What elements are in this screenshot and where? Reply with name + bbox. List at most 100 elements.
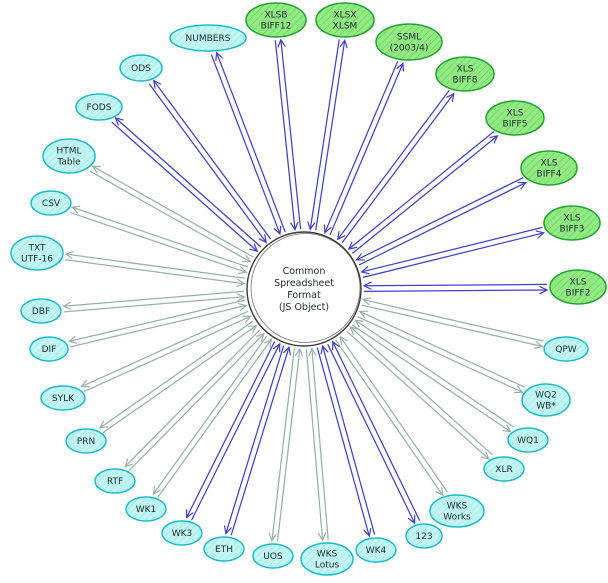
arrow-pair-wk3 (187, 341, 280, 521)
arrow-to-node (281, 40, 302, 230)
arrow-pair-wks-lotus (305, 349, 329, 541)
arrow-to-node (115, 118, 262, 248)
node-hatch (521, 151, 577, 185)
node-uos: UOS (252, 543, 294, 569)
node-numbers: NUMBERS (169, 24, 247, 52)
arrow-pair-wq1 (351, 320, 515, 431)
arrow-pair-wks-works (335, 337, 448, 495)
node-label: XLR (495, 465, 512, 475)
arrow-to-center (350, 327, 493, 456)
node-hatch (253, 544, 293, 568)
arrow-pair-sylk (82, 310, 251, 393)
node-hatch (120, 55, 162, 81)
arrow-to-node (335, 339, 443, 495)
node-hatch (430, 495, 484, 527)
arrow-pair-uos (272, 348, 300, 541)
node-hatch (550, 270, 606, 304)
node-hatch (66, 429, 106, 453)
arrow-pair-dif (69, 299, 246, 348)
node-hatch (21, 299, 61, 323)
arrow-to-center (89, 170, 251, 262)
arrow-to-node (357, 315, 522, 393)
arrow-to-node (341, 94, 454, 244)
arrow-to-node (64, 290, 245, 306)
arrow-pair-dbf (64, 290, 245, 313)
arrow-to-center (333, 342, 421, 521)
node-hatch (170, 25, 246, 51)
conversion-arrows (64, 39, 547, 541)
arrow-pair-html-table (89, 166, 254, 262)
node-qpw: QPW (543, 336, 589, 362)
arrow-to-node (315, 40, 345, 231)
arrow-to-center (357, 176, 524, 260)
node-label: WK1 (136, 505, 157, 515)
node-hatch (31, 191, 71, 215)
node-123: 123 (405, 523, 443, 549)
arrow-pair-fods (111, 118, 262, 251)
arrow-pair-qpw (361, 300, 544, 347)
node-csv: CSV (30, 190, 72, 216)
node-hatch (544, 337, 588, 361)
node-hatch (544, 206, 600, 240)
node-hatch (76, 94, 122, 120)
arrow-to-center (83, 316, 251, 393)
arrow-pair-xls-biff4 (357, 176, 526, 266)
arrow-pair-wq2-wb (357, 311, 525, 393)
arrow-pair-rtf (125, 329, 264, 471)
arrow-to-node (82, 310, 249, 386)
arrow-to-center (276, 349, 300, 542)
arrow-to-center (64, 258, 244, 284)
node-label: SYLK (52, 394, 75, 404)
arrow-to-center (148, 83, 266, 242)
arrow-to-node (66, 254, 245, 279)
arrow-to-center (128, 334, 264, 471)
arrow-to-node (351, 136, 497, 254)
center-circle (246, 231, 362, 347)
arrow-to-center (230, 347, 289, 536)
arrow-to-center (325, 60, 399, 232)
node-dbf: DBF (20, 298, 62, 324)
arrow-to-node (272, 348, 295, 540)
node-label: ETH (215, 545, 233, 555)
node-wk3: WK3 (161, 520, 203, 546)
node-hatch (508, 428, 548, 452)
arrow-to-center (349, 131, 495, 249)
arrow-pair-xlsb-biff12 (274, 40, 302, 230)
node-label: WK4 (366, 546, 387, 556)
node-label: PRN (77, 437, 95, 447)
arrow-to-node (361, 304, 542, 346)
arrow-pair-wk4 (316, 346, 376, 536)
arrow-to-node (346, 330, 489, 459)
arrow-to-center (338, 89, 450, 239)
node-label: WQ1 (517, 436, 539, 446)
arrow-pair-ssml-2003-4 (325, 60, 403, 236)
arrow-to-node (217, 53, 286, 233)
arrow-to-node (93, 166, 254, 258)
arrow-to-center (355, 320, 515, 428)
arrow-to-center (340, 337, 448, 493)
node-hatch (376, 24, 442, 60)
node-wq1: WQ1 (507, 427, 549, 453)
node-dif: DIF (29, 336, 69, 362)
arrow-to-center (210, 54, 280, 234)
node-hatch (95, 469, 135, 493)
node-fods: FODS (75, 93, 123, 121)
node-hatch (126, 497, 166, 521)
arrow-to-node (72, 207, 249, 268)
node-hatch (43, 139, 95, 173)
node-wk1: WK1 (125, 496, 167, 522)
arrow-to-node (100, 320, 254, 428)
arrow-to-center (102, 326, 256, 433)
